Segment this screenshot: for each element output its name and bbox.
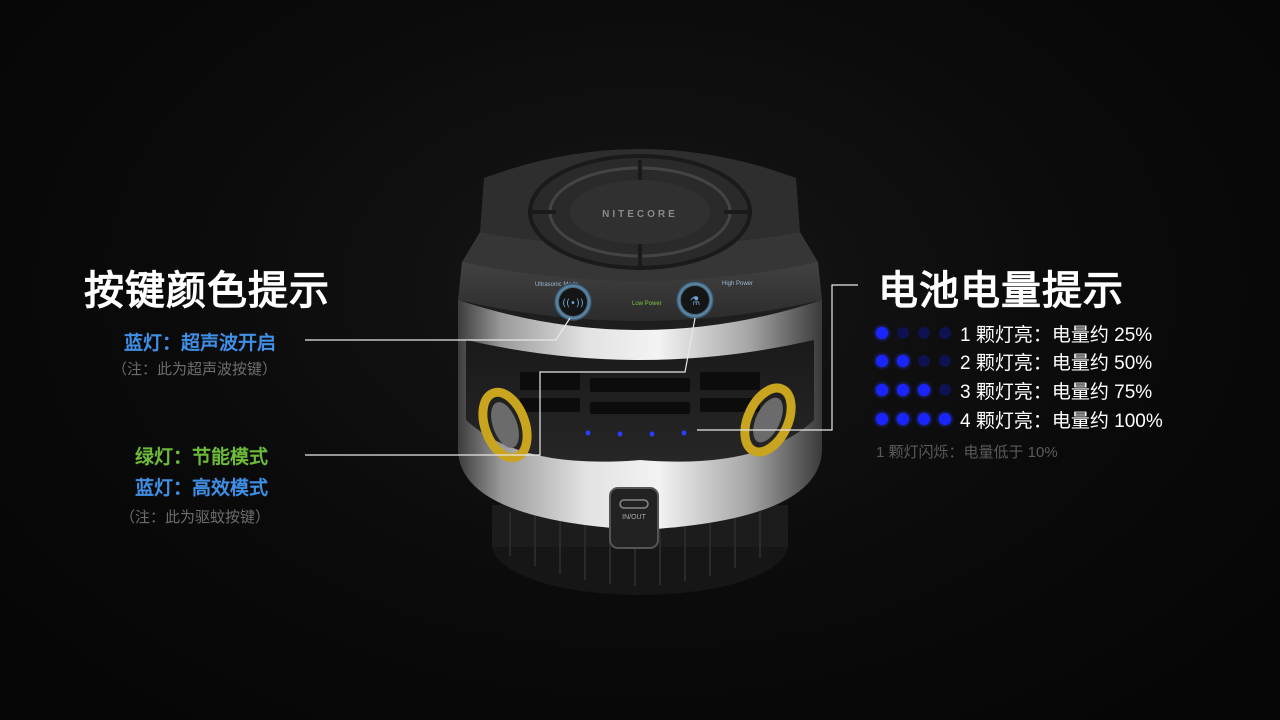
led-on-dot	[897, 413, 909, 425]
battery-row-text: 4 颗灯亮：电量约 100%	[960, 410, 1163, 432]
ultrasonic-blue-label: 蓝灯：超声波开启	[124, 333, 277, 354]
battery-row: 3 颗灯亮：电量约 75%	[876, 378, 1153, 403]
led-off-dot	[939, 355, 951, 367]
led-off-dot	[897, 327, 909, 339]
ultrasonic-mode-label: Ultrasonic Mode	[535, 282, 579, 288]
port-label: IN/OUT	[622, 514, 646, 521]
led-off-dot	[918, 327, 930, 339]
ultrasonic-note: （注：此为超声波按键）	[112, 361, 278, 378]
battery-row-text: 2 颗灯亮：电量约 50%	[960, 352, 1153, 374]
battery-level-title: 电池电量提示	[878, 269, 1124, 313]
green-light-label: 绿灯：节能模式	[135, 447, 269, 468]
low-power-label: Low Power	[632, 301, 662, 307]
led-on-dot	[876, 355, 888, 367]
high-power-label: High Power	[722, 281, 753, 287]
battery-row: 4 颗灯亮：电量约 100%	[876, 407, 1163, 432]
mosquito-note: （注：此为驱蚊按键）	[120, 509, 271, 526]
mosquito-icon: ⚗	[690, 294, 701, 308]
battery-dots	[876, 355, 960, 367]
ultrasonic-icon: ((•))	[562, 298, 584, 309]
led-on-dot	[918, 384, 930, 396]
battery-row-text: 1 颗灯亮：电量约 25%	[960, 324, 1153, 346]
led-on-dot	[939, 413, 951, 425]
battery-dots	[876, 327, 960, 339]
led-on-dot	[876, 384, 888, 396]
led-on-dot	[897, 384, 909, 396]
battery-row-text: 3 颗灯亮：电量约 75%	[960, 381, 1153, 403]
callout-battery	[697, 284, 858, 431]
led-off-dot	[939, 327, 951, 339]
led-on-dot	[876, 413, 888, 425]
battery-dots	[876, 413, 960, 425]
led-on-dot	[918, 413, 930, 425]
battery-row: 2 颗灯亮：电量约 50%	[876, 349, 1153, 374]
blue-light-label: 蓝灯：高效模式	[135, 478, 269, 499]
led-on-dot	[897, 355, 909, 367]
callout-mosquito	[305, 317, 696, 456]
led-on-dot	[876, 327, 888, 339]
led-off-dot	[939, 384, 951, 396]
battery-row: 1 颗灯亮：电量约 25%	[876, 321, 1153, 346]
battery-dots	[876, 384, 960, 396]
callout-ultrasonic	[305, 317, 571, 341]
low-battery-note: 1 颗灯闪烁：电量低于 10%	[876, 444, 1058, 461]
led-off-dot	[918, 355, 930, 367]
button-color-title: 按键颜色提示	[84, 269, 330, 313]
brand-logo: NITECORE	[602, 209, 678, 220]
